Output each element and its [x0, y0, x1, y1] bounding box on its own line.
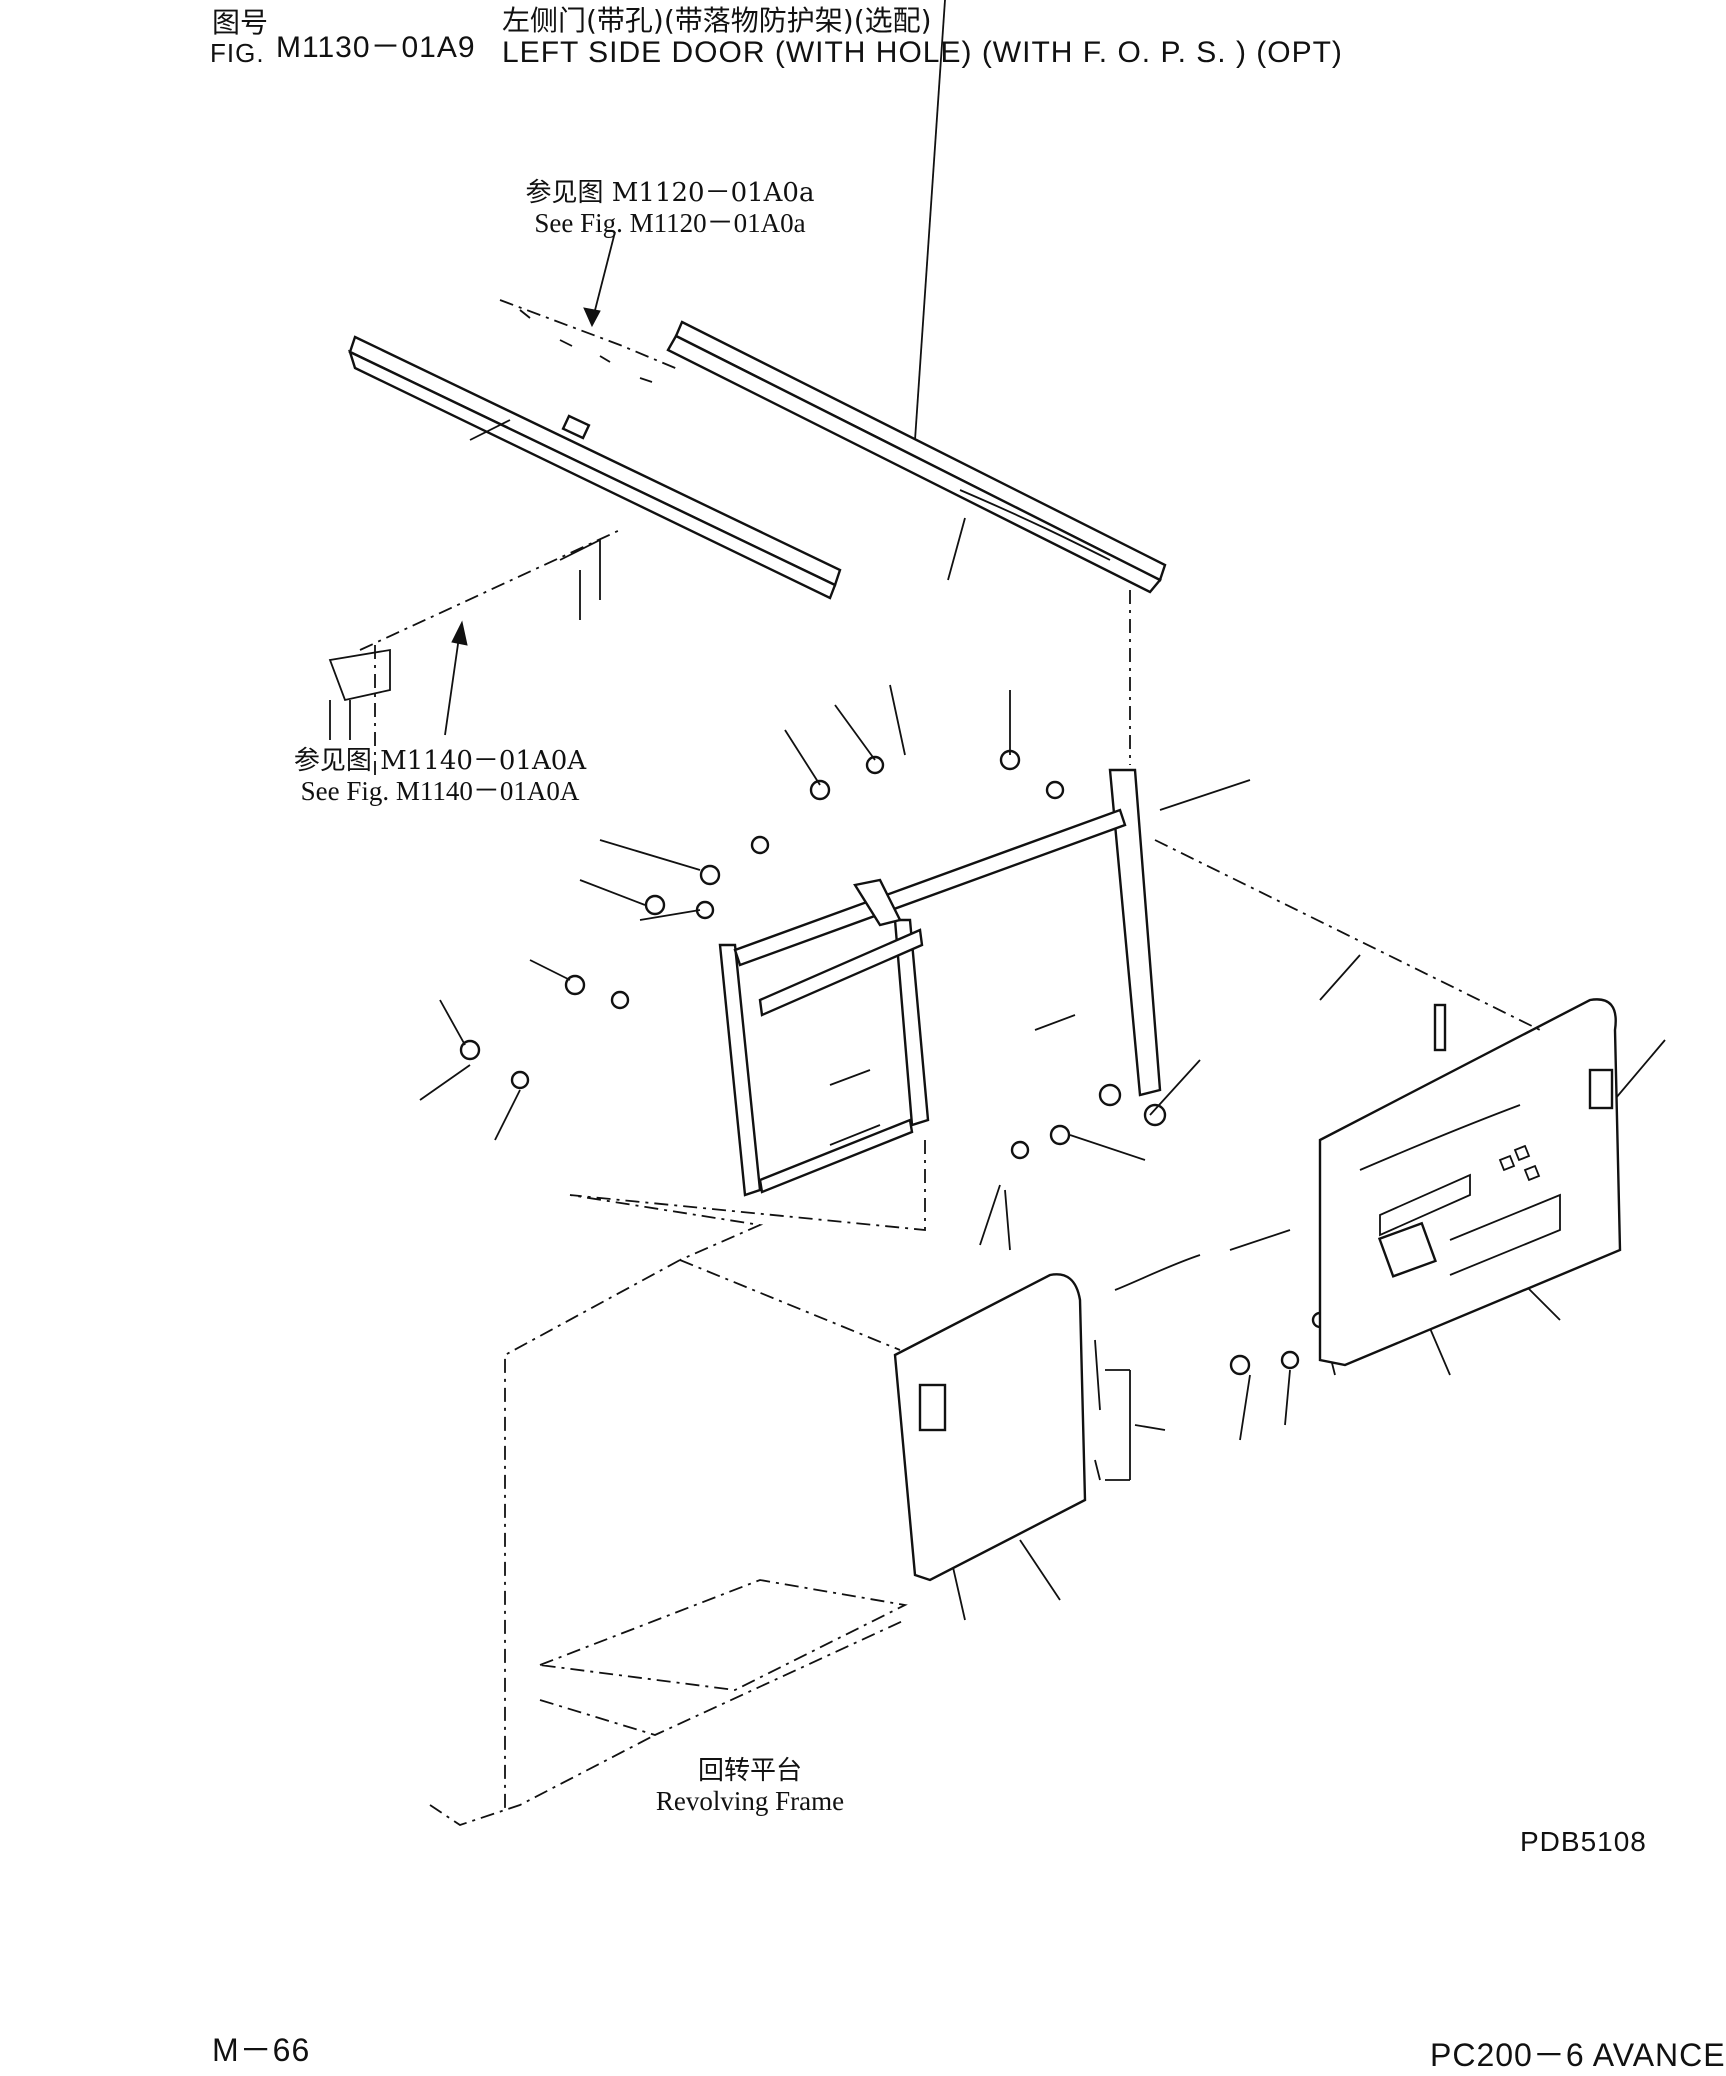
- reference-arrow-top: [583, 231, 616, 328]
- drawing-code: PDB5108: [1520, 1826, 1647, 1857]
- reference-bottom: 回转平台 Revolving Frame: [600, 1756, 900, 1816]
- right-door-panel: [1318, 998, 1622, 1367]
- title-en: LEFT SIDE DOOR (WITH HOLE) (WITH F. O. P…: [502, 36, 1343, 69]
- reference-left-en: See Fig. M1140－01A0A: [300, 776, 580, 806]
- leader-lines: [419, 684, 1666, 1621]
- reference-top-en: See Fig. M1120－01A0a: [534, 208, 806, 238]
- reference-top: 参见图 M1120－01A0a See Fig. M1120－01A0a: [470, 178, 870, 238]
- reference-left: 参见图 M1140－01A0A See Fig. M1140－01A0A: [240, 746, 640, 806]
- upper-rail-left: [348, 335, 842, 600]
- reference-bottom-en: Revolving Frame: [655, 1786, 845, 1816]
- reference-bottom-cn: 回转平台: [697, 1756, 802, 1786]
- title-cn: 左侧门(带孔)(带落物防护架)(选配): [502, 4, 932, 37]
- left-reference-bracket: [328, 529, 621, 740]
- bolts-and-washers: [459, 749, 1329, 1376]
- fig-label-en: FIG.: [210, 38, 265, 68]
- upper-rail-right: [666, 0, 1167, 594]
- page-number: M－66: [212, 2032, 311, 2068]
- reference-left-cn: 参见图 M1140－01A0A: [293, 746, 587, 776]
- model-name: PC200－6 AVANCE: [1430, 2037, 1726, 2073]
- fops-frame: [718, 768, 1162, 1197]
- fig-number: M1130－01A9: [276, 31, 476, 64]
- assembly-reference-lines: [374, 590, 1541, 1826]
- reference-top-cn: 参见图 M1120－01A0a: [525, 178, 815, 208]
- upper-reference-bracket: [499, 299, 681, 383]
- fig-label-cn: 图号: [212, 6, 269, 39]
- left-door-panel: [893, 1254, 1201, 1582]
